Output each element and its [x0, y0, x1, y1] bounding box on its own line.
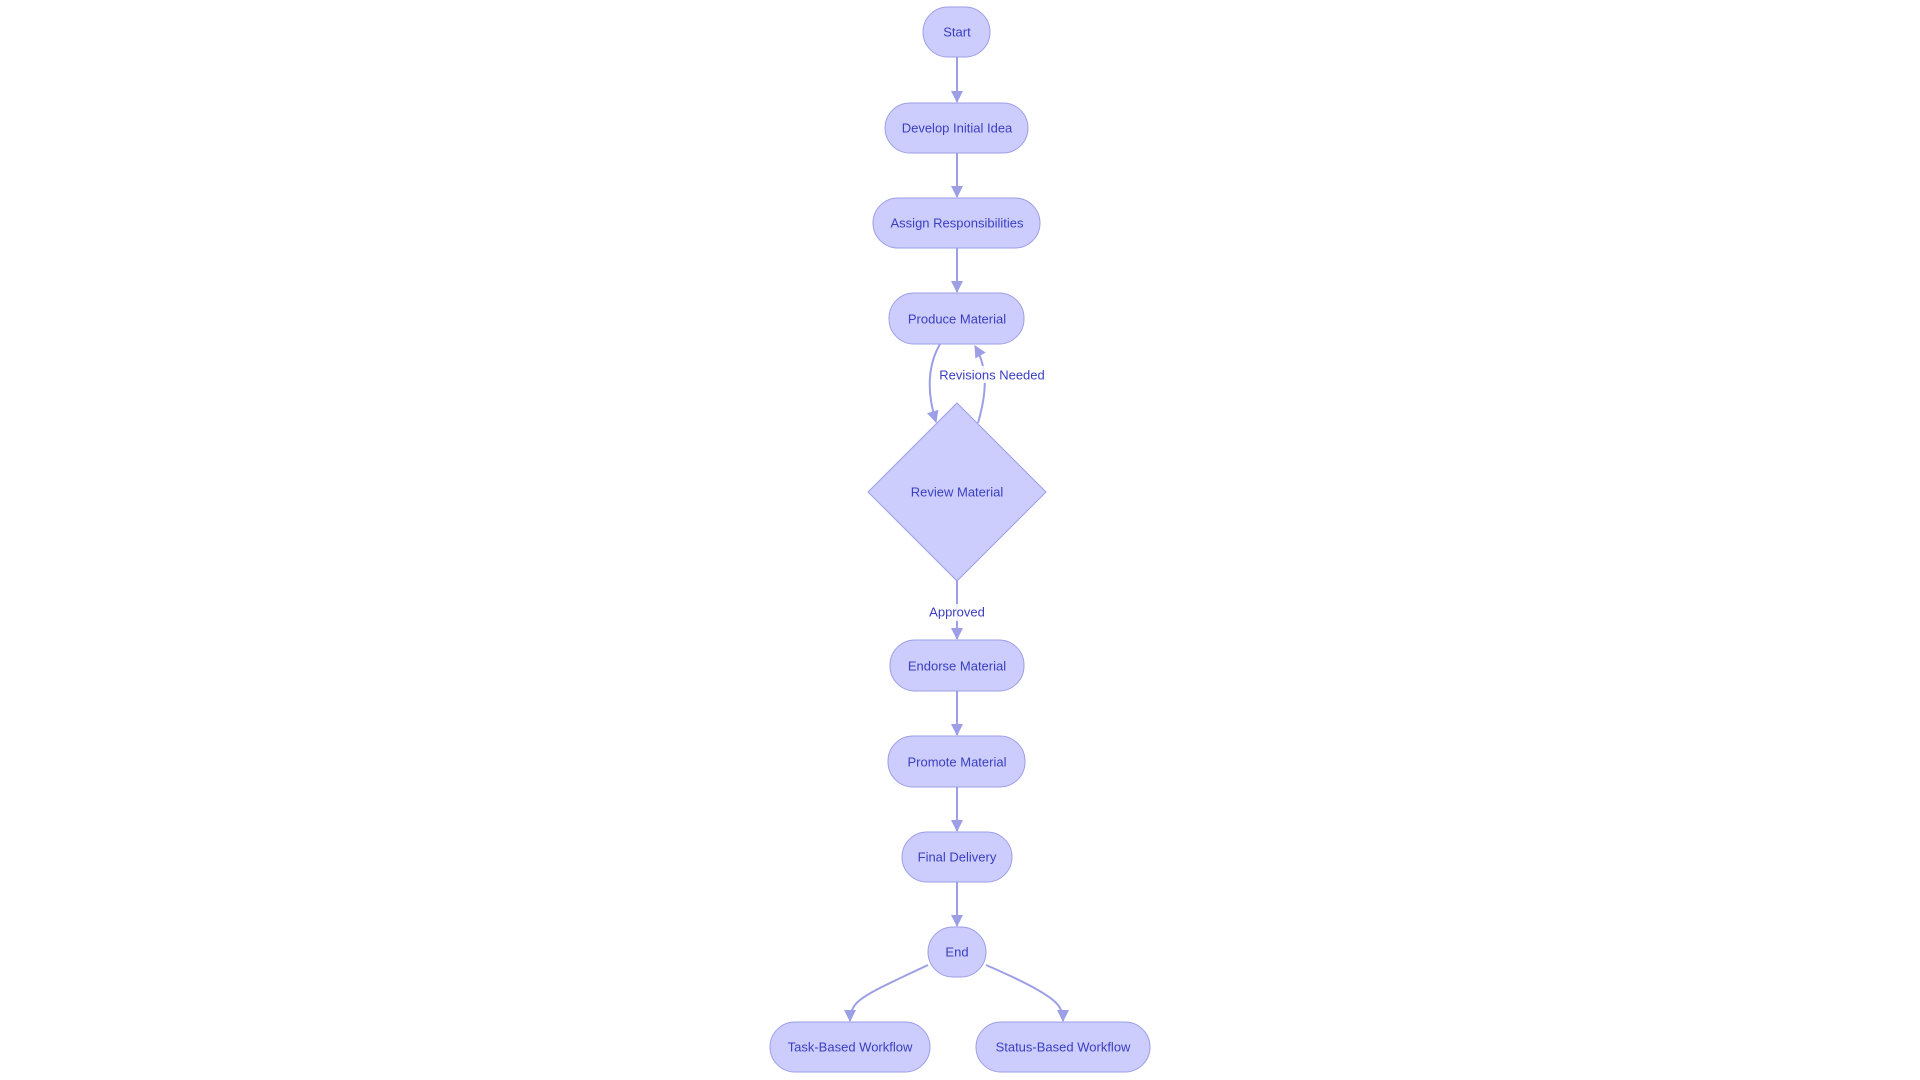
node-review-material-decision[interactable]: Review Material [867, 402, 1047, 582]
edge-label-revisions: Revisions Needed [939, 366, 1045, 383]
node-end[interactable]: End [927, 926, 987, 978]
node-end-label: End [945, 945, 968, 960]
node-develop-initial-idea[interactable]: Develop Initial Idea [884, 102, 1029, 154]
node-produce-label: Produce Material [908, 312, 1006, 327]
node-review-label: Review Material [911, 485, 1004, 500]
node-start[interactable]: Start [922, 6, 991, 58]
edge-review-to-produce-revisions [974, 345, 986, 424]
node-start-label: Start [943, 25, 971, 40]
node-assign-label: Assign Responsibilities [891, 216, 1024, 231]
edge-end-to-task [844, 964, 929, 1022]
node-endorse-label: Endorse Material [908, 659, 1006, 674]
edge-label-revisions-text: Revisions Needed [939, 368, 1045, 383]
node-develop-label: Develop Initial Idea [902, 121, 1013, 136]
node-promote-label: Promote Material [908, 755, 1007, 770]
node-endorse-material[interactable]: Endorse Material [889, 639, 1025, 692]
node-final-delivery[interactable]: Final Delivery [901, 831, 1013, 883]
node-final-label: Final Delivery [918, 850, 997, 865]
edge-label-approved: Approved [928, 604, 986, 621]
node-produce-material[interactable]: Produce Material [888, 292, 1025, 345]
node-assign-responsibilities[interactable]: Assign Responsibilities [872, 197, 1041, 249]
node-task-based-workflow[interactable]: Task-Based Workflow [769, 1021, 931, 1073]
node-promote-material[interactable]: Promote Material [887, 735, 1026, 788]
edge-label-approved-text: Approved [929, 605, 985, 620]
node-status-label: Status-Based Workflow [996, 1040, 1131, 1055]
edge-produce-to-review [926, 343, 941, 423]
node-task-label: Task-Based Workflow [788, 1040, 913, 1055]
node-status-based-workflow[interactable]: Status-Based Workflow [975, 1021, 1151, 1073]
edge-end-to-status [985, 964, 1069, 1022]
